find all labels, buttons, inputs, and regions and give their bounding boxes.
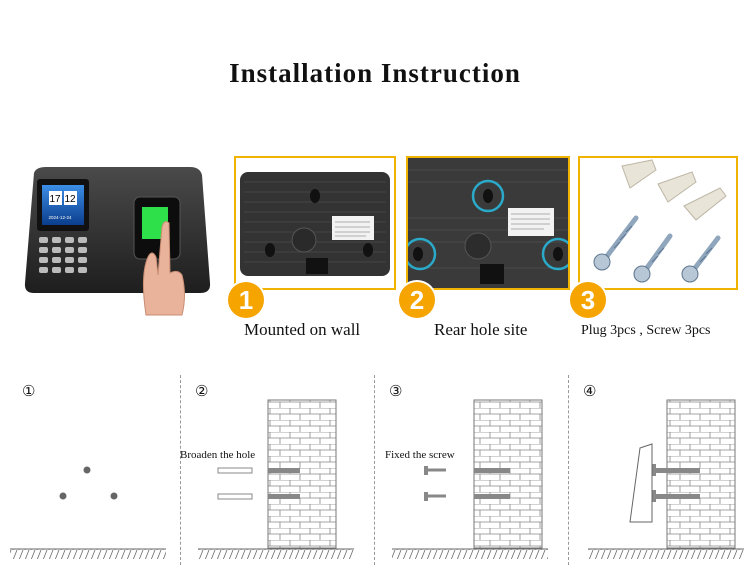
panel-rear-hole-site [406, 156, 570, 290]
device-date: 2024-12-24 [48, 215, 72, 220]
step-badge-3: 3 [570, 282, 606, 318]
step4-wall-mounted [629, 399, 736, 549]
device-time-minutes: 12 [64, 194, 76, 205]
step-note-fixed-screw: Fixed the screw [385, 449, 455, 461]
divider [180, 375, 181, 565]
divider [374, 375, 375, 565]
step2-wall [217, 399, 337, 549]
installation-steps-diagram [10, 399, 744, 559]
page-title: Installation Instruction [229, 58, 521, 88]
panel-plugs-and-screws [578, 156, 738, 290]
step-number-3: ③ [389, 384, 403, 400]
caption-plug-screw: Plug 3pcs , Screw 3pcs [581, 323, 711, 338]
step-number-2: ② [195, 384, 209, 400]
device-time-hours: 17 [49, 194, 61, 205]
step1-drill-marks [59, 466, 118, 500]
rear-hole-image [408, 158, 568, 288]
device-back-image [240, 172, 390, 276]
step-number-1: ① [22, 384, 36, 400]
plugs-screws-image [593, 159, 727, 283]
step-note-broaden-hole: Broaden the hole [180, 449, 256, 461]
step-badge-2: 2 [399, 282, 435, 318]
caption-rear-hole-site: Rear hole site [434, 320, 528, 339]
step-number-4: ④ [583, 384, 597, 400]
step-badge-1: 1 [228, 282, 264, 318]
panel-mounted-on-wall [234, 156, 396, 290]
divider [568, 375, 569, 565]
fingerprint-device-image: 17 12 2024-12-24 [24, 167, 211, 316]
step3-wall [424, 399, 543, 549]
caption-mounted-on-wall: Mounted on wall [244, 320, 361, 339]
